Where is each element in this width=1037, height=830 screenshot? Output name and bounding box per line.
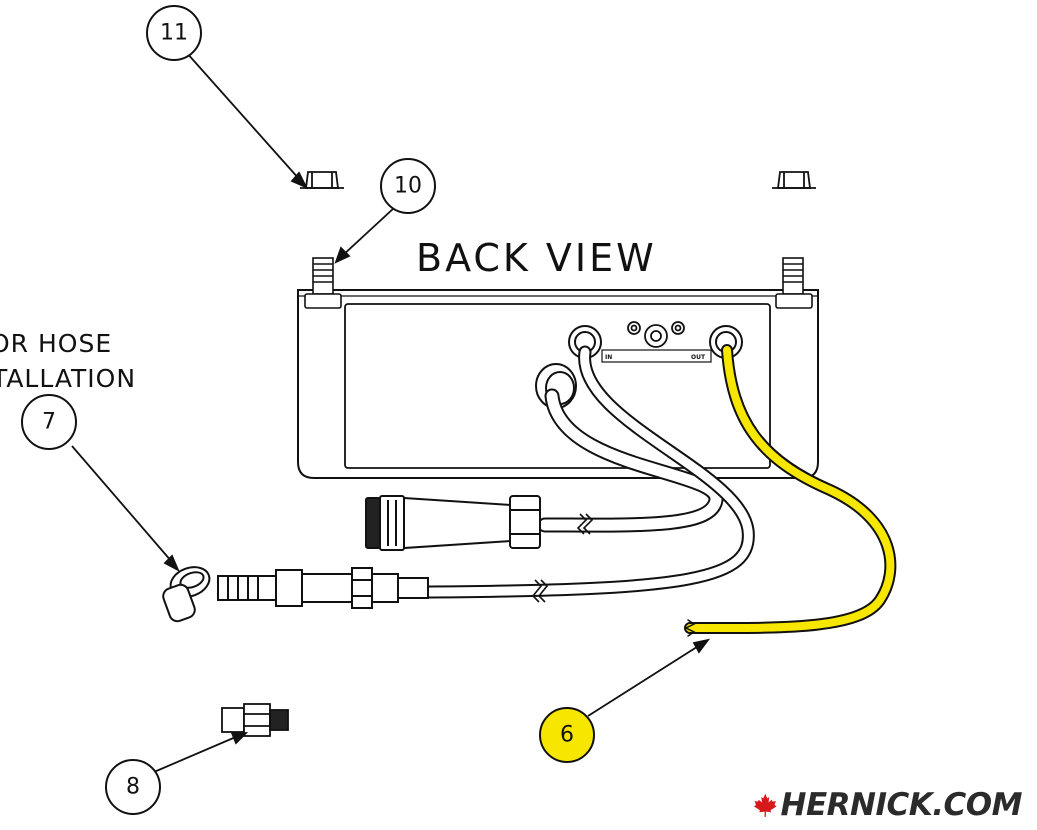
hernick-logo: HERNICK.COM [752,784,1023,826]
return-hose-yellow [684,344,897,637]
cable-connector [365,495,541,551]
port-label-in: IN [605,354,612,361]
leader-lines [71,51,711,773]
callout-6: 6 [539,707,595,763]
logo-text: HERNICK.COM [780,787,1023,823]
stud-left [304,257,342,309]
stud-right [775,257,813,309]
center-connector [627,321,685,348]
port-label-out: OUT [691,354,706,361]
callout-7-label: 7 [42,410,56,435]
callout-6-label: 6 [560,723,574,748]
hose-installation-note-line1: OR HOSE [0,329,112,358]
nut-right [772,171,816,189]
callout-10-label: 10 [394,174,422,199]
small-fitting [221,703,289,737]
nut-left [300,171,344,189]
maple-leaf-icon [753,793,777,817]
hose-clamp [162,566,211,623]
callout-7: 7 [21,394,77,450]
port-label-strip: IN OUT [601,349,712,363]
supply-hose [423,345,755,599]
callout-11: 11 [146,5,202,61]
hose-installation-note-line2: TALLATION [0,364,136,393]
callout-11-label: 11 [160,21,188,46]
callout-10: 10 [380,158,436,214]
view-title: BACK VIEW [416,236,657,280]
power-cable [537,388,724,533]
callout-8: 8 [105,759,161,815]
hose-fitting-assembly [217,567,429,609]
callout-8-label: 8 [126,775,140,800]
break-marks [531,513,594,603]
